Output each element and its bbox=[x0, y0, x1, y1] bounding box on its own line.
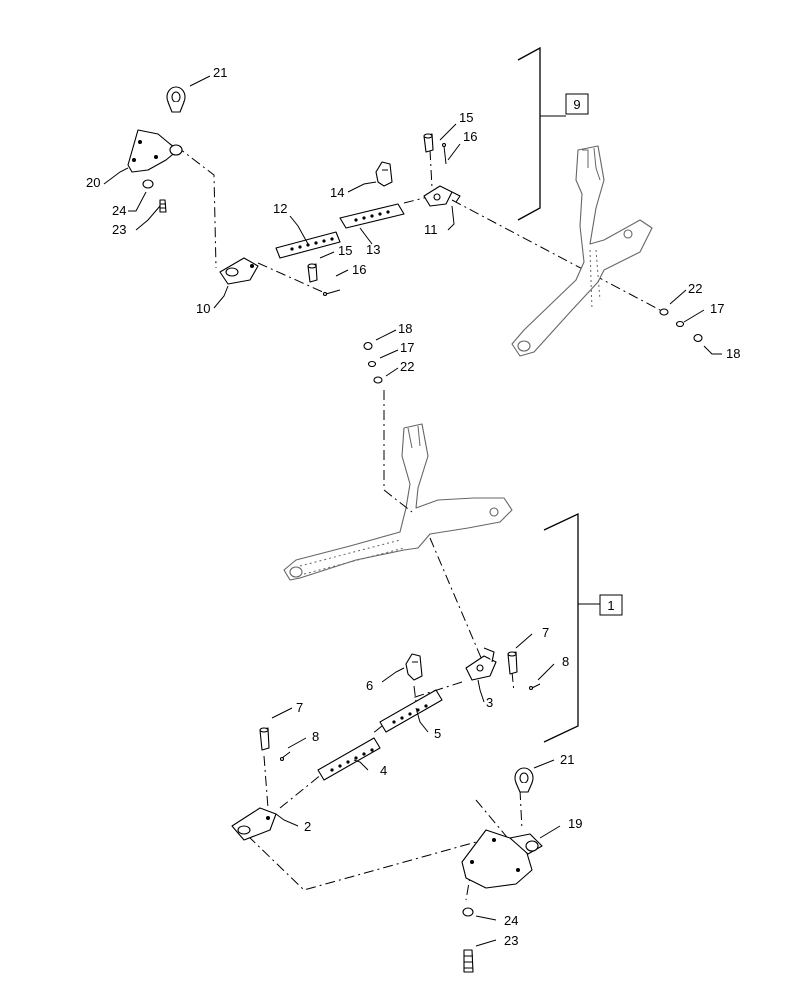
callout-13: 13 bbox=[366, 242, 380, 257]
part-12-adjustment-link bbox=[275, 231, 341, 259]
lower-leader-lines bbox=[271, 633, 561, 947]
part-11-swivel-end bbox=[423, 185, 461, 207]
callout-15-top: 15 bbox=[459, 110, 473, 125]
part-20-bracket-plate bbox=[127, 129, 183, 173]
callout-8-left: 8 bbox=[312, 729, 319, 744]
callout-22-mid: 22 bbox=[400, 359, 414, 374]
part-4-adjustment-link bbox=[317, 737, 381, 781]
part-7-pin-right bbox=[507, 651, 518, 675]
part-18-nut-middle bbox=[363, 341, 373, 351]
callout-5: 5 bbox=[434, 726, 441, 741]
lower-assembly-centerlines bbox=[247, 390, 523, 901]
group-box-1-label: 1 bbox=[607, 598, 614, 613]
callout-7-left: 7 bbox=[296, 700, 303, 715]
callout-22-top: 22 bbox=[688, 281, 702, 296]
callout-16-mid: 16 bbox=[352, 262, 366, 277]
callout-11: 11 bbox=[424, 222, 438, 237]
part-15-pin-upper-a bbox=[423, 133, 434, 153]
callout-12: 12 bbox=[273, 201, 287, 216]
part-8-clip-right bbox=[528, 683, 541, 691]
part-18-nut-upper bbox=[693, 333, 703, 343]
callout-24-lower: 24 bbox=[504, 913, 518, 928]
callout-6: 6 bbox=[366, 678, 373, 693]
callout-4: 4 bbox=[380, 763, 387, 778]
part-6-lock-handle bbox=[405, 653, 423, 681]
part-22-washer-upper bbox=[659, 308, 669, 316]
part-19-bracket-plate bbox=[461, 829, 543, 889]
part-17-lockwasher-upper bbox=[675, 320, 685, 328]
upper-lift-arm-frame bbox=[511, 145, 653, 357]
part-8-clip-left bbox=[279, 751, 291, 762]
callout-2: 2 bbox=[304, 819, 311, 834]
callout-3: 3 bbox=[486, 695, 493, 710]
part-16-clip-upper-a bbox=[441, 142, 447, 165]
callout-14: 14 bbox=[330, 185, 344, 200]
group-box-9: 9 bbox=[565, 93, 589, 115]
part-23-bolt-top bbox=[159, 199, 167, 213]
callout-8-right: 8 bbox=[562, 654, 569, 669]
part-13-slotted-tube bbox=[339, 203, 405, 229]
callout-19: 19 bbox=[568, 816, 582, 831]
part-24-washer-top bbox=[142, 179, 154, 189]
part-24-washer-lower bbox=[462, 907, 474, 917]
part-2-clevis-end bbox=[231, 807, 277, 841]
part-5-slotted-tube bbox=[379, 689, 443, 733]
callout-23-top: 23 bbox=[112, 222, 126, 237]
callout-7-right: 7 bbox=[542, 625, 549, 640]
part-23-bolt-lower bbox=[463, 949, 474, 973]
callout-labels: 21 20 24 23 14 15 16 12 13 11 15 16 10 2… bbox=[86, 65, 740, 948]
part-7-pin-left bbox=[259, 727, 270, 751]
callout-23-lower: 23 bbox=[504, 933, 518, 948]
callout-17-mid: 17 bbox=[400, 340, 414, 355]
callout-15-mid: 15 bbox=[338, 243, 352, 258]
part-17-lockwasher-middle bbox=[367, 360, 377, 368]
part-21-ring-lower bbox=[514, 767, 534, 793]
part-22-washer-middle bbox=[373, 376, 383, 384]
lower-lift-arm-frame bbox=[283, 423, 513, 581]
group-9-bracket bbox=[517, 46, 566, 221]
callout-18-top: 18 bbox=[726, 346, 740, 361]
callout-18-mid: 18 bbox=[398, 321, 412, 336]
group-1-bracket bbox=[543, 512, 600, 743]
group-box-9-label: 9 bbox=[573, 97, 580, 112]
group-box-1: 1 bbox=[599, 594, 623, 616]
part-10-clevis-end bbox=[219, 257, 259, 285]
part-16-clip-upper-b bbox=[322, 289, 341, 297]
part-14-lock-handle bbox=[375, 161, 393, 187]
part-15-pin-upper-b bbox=[307, 263, 318, 283]
callout-20: 20 bbox=[86, 175, 100, 190]
part-3-swivel-end bbox=[465, 647, 497, 681]
middle-leader-lines bbox=[375, 329, 399, 377]
callout-10: 10 bbox=[196, 301, 210, 316]
part-21-ring-top bbox=[166, 86, 186, 113]
upper-leader-lines bbox=[103, 75, 722, 355]
callout-21-lower: 21 bbox=[560, 752, 574, 767]
callout-24-top: 24 bbox=[112, 203, 126, 218]
callout-21-top: 21 bbox=[213, 65, 227, 80]
callout-17-top: 17 bbox=[710, 301, 724, 316]
callout-16-top: 16 bbox=[463, 129, 477, 144]
